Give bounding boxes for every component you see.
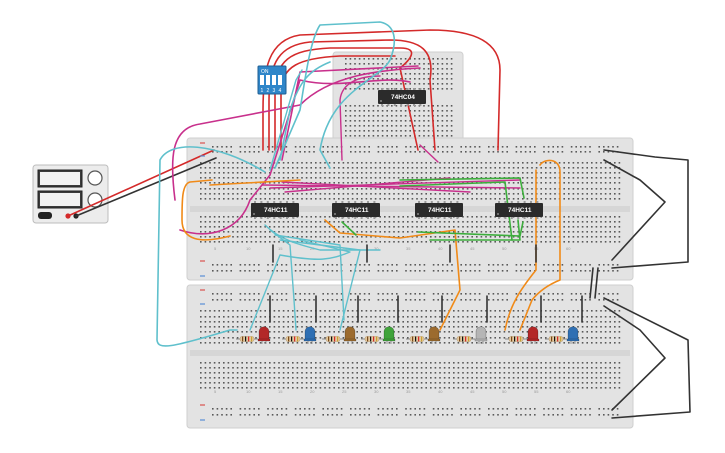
ic-chips: 74HC04 74HC11 74HC11 74HC11 74HC11	[251, 88, 543, 219]
breadboard-bottom-holes	[200, 293, 621, 416]
ic-chip-label: 74HC04	[391, 94, 415, 101]
column-number-30: 30	[374, 246, 379, 251]
led-1[interactable]	[236, 326, 271, 344]
column-number-5: 5	[214, 389, 217, 394]
column-number-50: 50	[502, 389, 507, 394]
column-number-55: 55	[534, 389, 539, 394]
resistor	[364, 336, 380, 342]
led-5[interactable]	[406, 326, 441, 344]
power-lead-black	[75, 157, 217, 217]
column-number-10: 10	[246, 246, 251, 251]
ic-chip-74hc11-4[interactable]: 74HC11	[415, 201, 463, 219]
ic-chip-label: 74HC11	[345, 207, 369, 214]
dip-lever-3[interactable]	[272, 75, 276, 85]
breadboard-top-holes	[200, 146, 621, 272]
led-7[interactable]	[505, 326, 540, 344]
column-number-10: 10	[246, 389, 251, 394]
dip-position-4: 4	[279, 88, 282, 94]
led-row	[236, 326, 580, 344]
power-lead-red	[67, 149, 215, 217]
ic-chip-label: 74HC11	[508, 207, 532, 214]
resistor	[409, 336, 425, 342]
column-number-30: 30	[374, 389, 379, 394]
resistor	[508, 336, 524, 342]
column-number-25: 25	[342, 389, 347, 394]
led-6[interactable]	[453, 326, 488, 344]
current-knob-icon[interactable]	[87, 192, 103, 208]
dip-switch-on-label: ON	[261, 69, 269, 75]
voltage-knob-icon[interactable]	[87, 170, 103, 186]
column-number-15: 15	[278, 389, 283, 394]
column-number-5: 5	[214, 246, 217, 251]
dip-lever-1[interactable]	[260, 75, 264, 85]
dip-position-2: 2	[267, 88, 270, 94]
column-number-40: 40	[438, 389, 443, 394]
column-number-50: 50	[502, 246, 507, 251]
led-8[interactable]	[545, 326, 580, 344]
led-4[interactable]	[361, 326, 396, 344]
power-switch[interactable]	[38, 212, 52, 219]
ic-chip-label: 74HC11	[428, 207, 452, 214]
column-number-40: 40	[438, 246, 443, 251]
resistor	[548, 336, 564, 342]
ic-chip-label: 74HC11	[264, 207, 288, 214]
resistor	[285, 336, 301, 342]
column-number-35: 35	[406, 246, 411, 251]
column-number-20: 20	[310, 389, 315, 394]
wires	[67, 21, 691, 419]
column-number-45: 45	[470, 246, 475, 251]
column-number-60: 60	[566, 389, 571, 394]
breadboard-small-holes	[345, 58, 453, 137]
ic-chip-74hc11-3[interactable]: 74HC11	[332, 201, 380, 219]
ic-chip-74hc11-2[interactable]: 74HC11	[251, 201, 299, 219]
resistor	[325, 336, 341, 342]
led-2[interactable]	[282, 326, 317, 344]
column-number-60: 60	[566, 246, 571, 251]
ic-chip-74hc11-5[interactable]: 74HC11	[495, 201, 543, 219]
dip-position-3: 3	[273, 88, 276, 94]
dip-lever-2[interactable]	[266, 75, 270, 85]
column-number-45: 45	[470, 389, 475, 394]
dip-lever-4[interactable]	[278, 75, 282, 85]
led-3[interactable]	[322, 326, 357, 344]
column-number-15: 15	[278, 246, 283, 251]
ic-chip-74hc04-1[interactable]: 74HC04	[378, 88, 426, 106]
dip-position-1: 1	[261, 88, 264, 94]
resistor	[239, 336, 255, 342]
breadboard-bottom	[186, 284, 634, 429]
column-number-35: 35	[406, 389, 411, 394]
resistor	[456, 336, 472, 342]
